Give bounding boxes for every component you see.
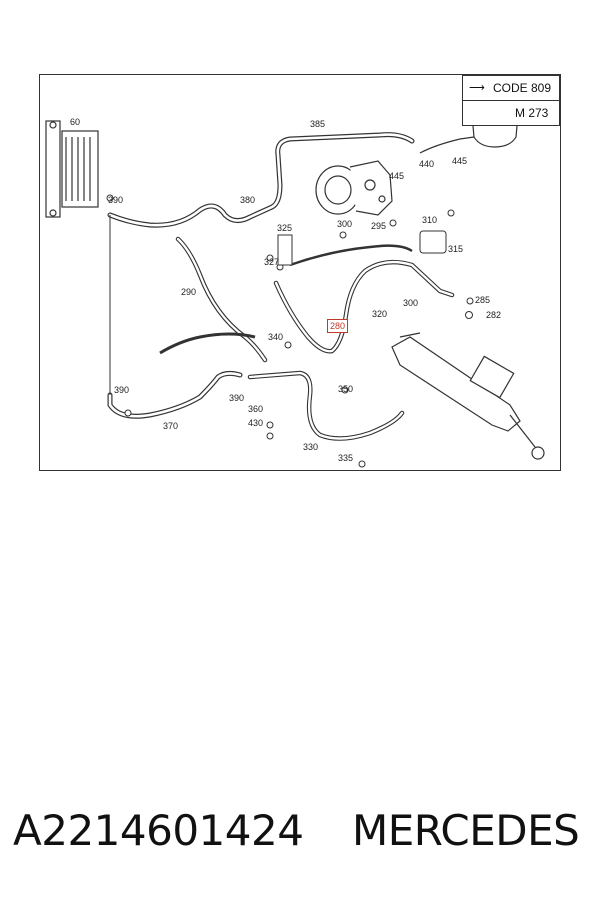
diagram-drawing <box>45 100 545 468</box>
callout-440: 440 <box>419 159 435 169</box>
engine-label-text: M 273 <box>515 106 549 120</box>
callout-340: 340 <box>268 332 284 342</box>
callout-295: 295 <box>371 221 387 231</box>
arrow-right-icon: ⟶ <box>469 82 485 94</box>
footer-caption: A2214601424 MERCEDES <box>0 800 600 870</box>
callout-282: 282 <box>486 310 502 320</box>
callout-390-c: 390 <box>229 393 245 403</box>
fittings <box>106 194 474 468</box>
callout-370: 370 <box>163 421 179 431</box>
part-number: A2214601424 <box>13 806 304 855</box>
callout-290: 290 <box>181 287 197 297</box>
callout-390-a: 390 <box>108 195 124 205</box>
callout-327: 327 <box>264 257 280 267</box>
callout-445-b: 445 <box>389 171 405 181</box>
callout-325: 325 <box>277 223 293 233</box>
callout-300-a: 300 <box>337 219 353 229</box>
callout-350: 350 <box>338 384 354 394</box>
callout-390-b: 390 <box>114 385 130 395</box>
hose-280 <box>273 259 455 354</box>
engine-code-label: M 273 <box>462 100 560 126</box>
callout-310: 310 <box>422 215 438 225</box>
callout-330: 330 <box>303 442 319 452</box>
brand-name: MERCEDES <box>352 806 580 855</box>
callout-335: 335 <box>338 453 354 463</box>
callout-320: 320 <box>372 309 388 319</box>
callout-300-b: 300 <box>403 298 419 308</box>
callout-445-a: 445 <box>452 156 468 166</box>
steering-rack <box>391 332 545 460</box>
callout-380: 380 <box>240 195 256 205</box>
hose-370 <box>107 370 243 419</box>
callout-60: 60 <box>70 117 81 127</box>
code-label-text: CODE 809 <box>493 81 552 95</box>
callout-360: 360 <box>248 404 264 414</box>
oil-cooler-60 <box>45 120 99 218</box>
callout-285: 285 <box>475 295 491 305</box>
callout-315: 315 <box>448 244 464 254</box>
code-809-label: ⟶ CODE 809 <box>462 75 560 101</box>
power-steering-pump <box>315 160 393 216</box>
callout-280-highlight[interactable]: 280 <box>327 319 349 333</box>
callout-430: 430 <box>248 418 264 428</box>
callout-385: 385 <box>310 119 326 129</box>
parts-diagram: ⟶ CODE 809 M 273 60 385 440 445 445 390 … <box>39 74 561 471</box>
